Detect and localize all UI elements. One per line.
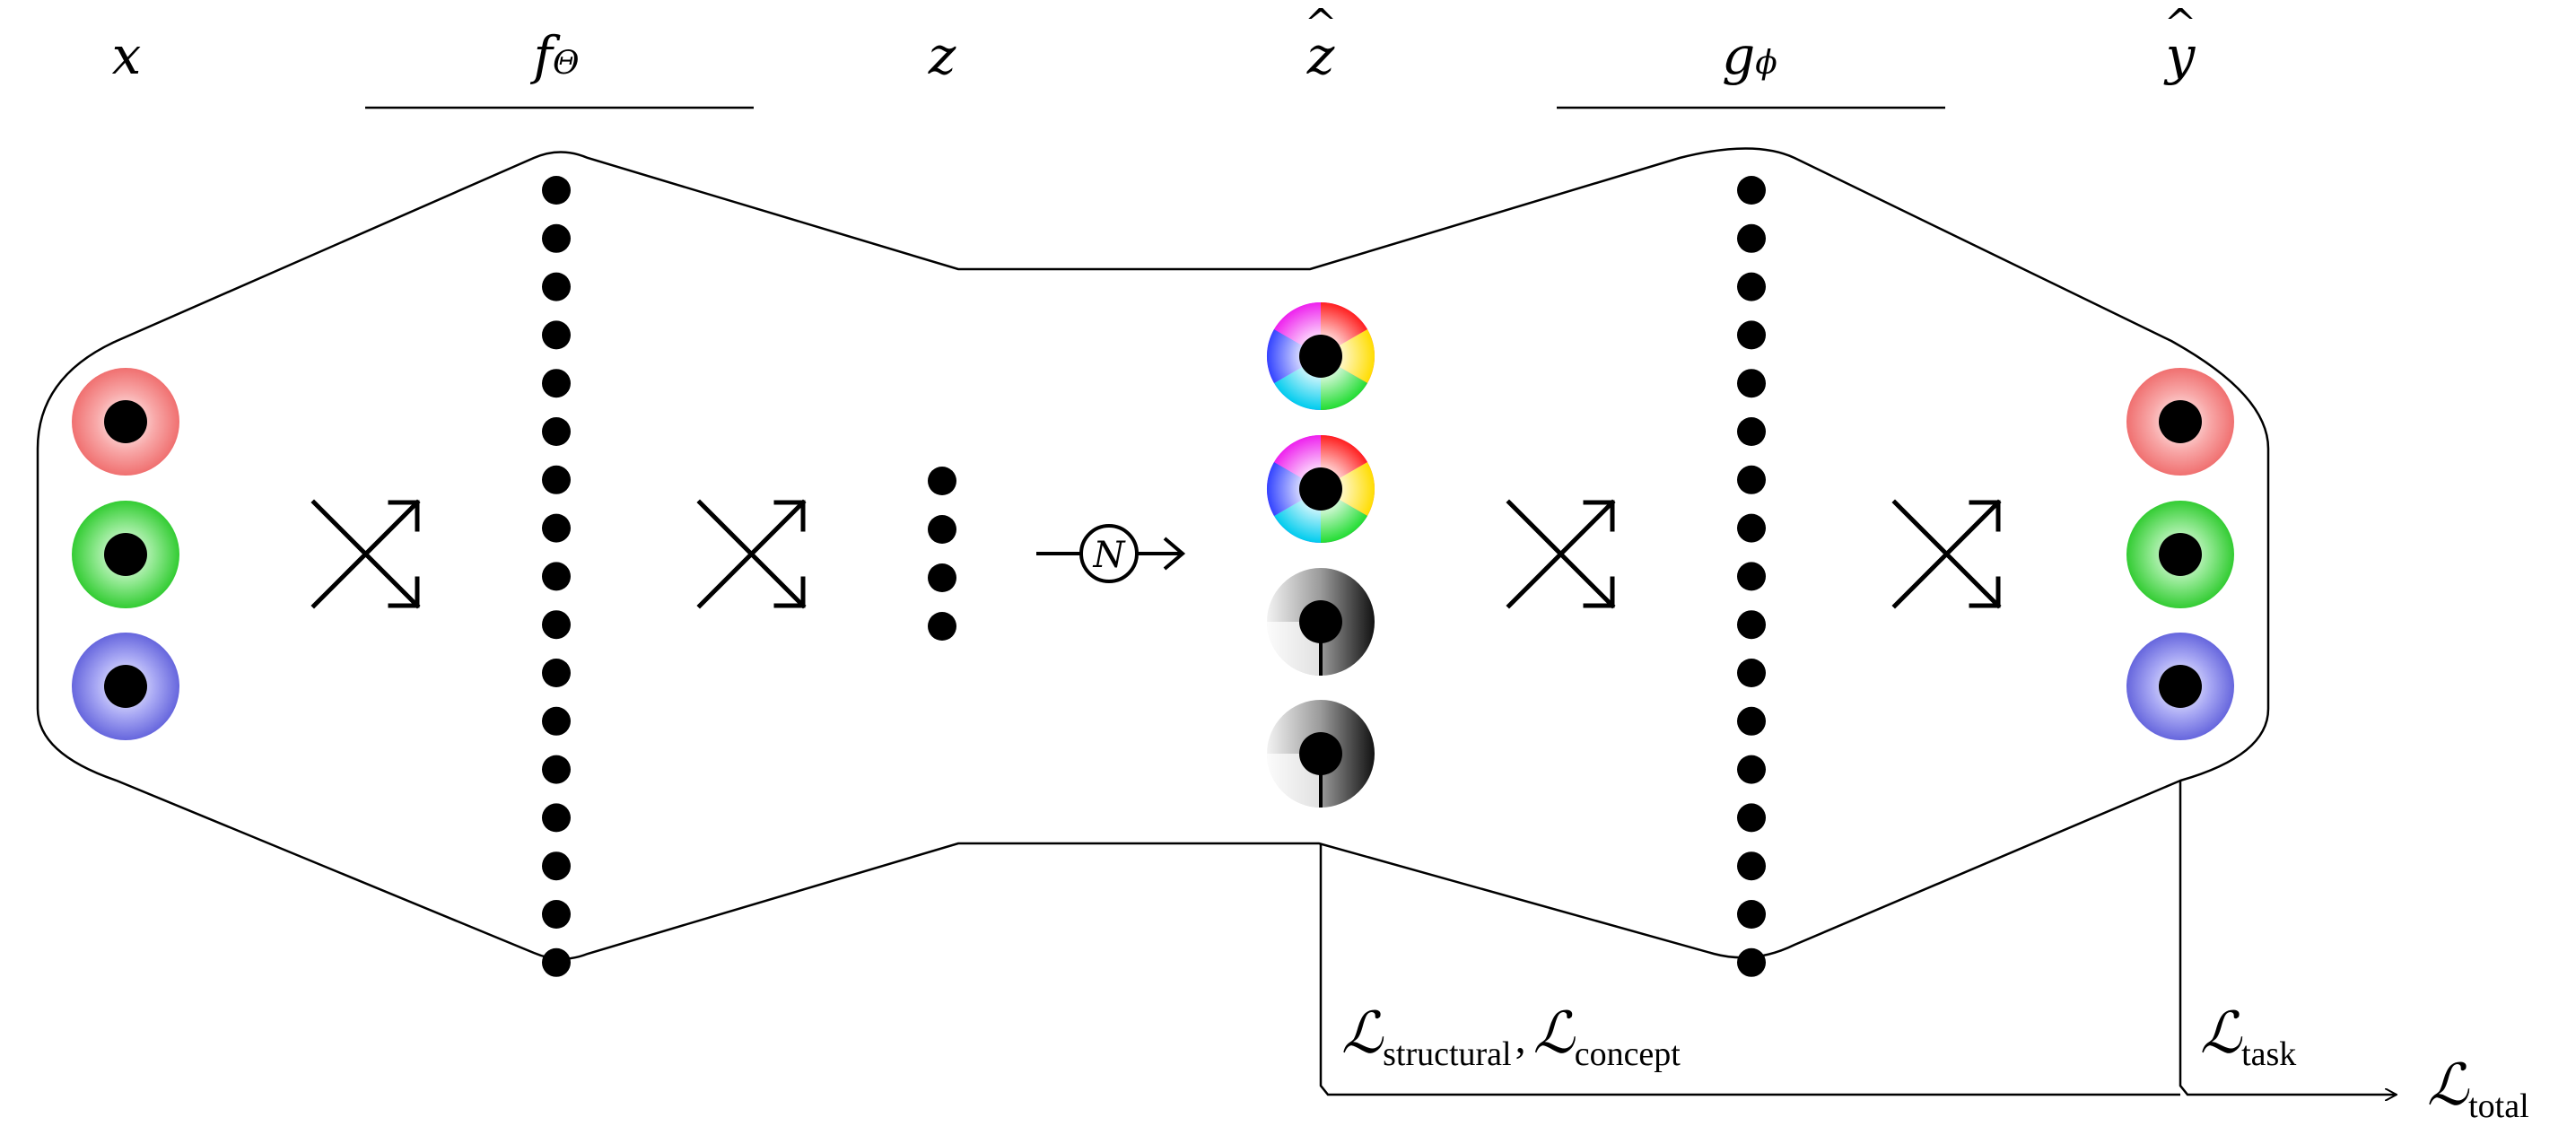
hidden-neuron bbox=[542, 900, 571, 929]
hidden-neuron bbox=[1737, 562, 1766, 591]
label-f-sub: Θ bbox=[552, 45, 580, 82]
hidden-neuron bbox=[542, 320, 571, 350]
latent-neuron bbox=[928, 612, 956, 641]
hidden-neuron bbox=[1737, 755, 1766, 784]
label-z: z bbox=[928, 25, 956, 86]
hidden-neuron bbox=[1737, 803, 1766, 833]
latent-neuron bbox=[928, 467, 956, 495]
hidden-neuron bbox=[1737, 369, 1766, 398]
hidden-neuron bbox=[1737, 947, 1766, 977]
label-g-phi: gϕ bbox=[1722, 30, 1777, 82]
hidden-neuron bbox=[542, 513, 571, 543]
label-x: x bbox=[111, 25, 142, 86]
hidden-neuron bbox=[542, 803, 571, 833]
loss-separator: , bbox=[1515, 1015, 1526, 1062]
output-node-green bbox=[2126, 501, 2234, 608]
loss-task-sub: task bbox=[2241, 1035, 2297, 1073]
hidden-neuron bbox=[1737, 900, 1766, 929]
z-hat-accent: ^ bbox=[1304, 1, 1338, 47]
noise-label: N bbox=[1093, 535, 1127, 576]
loss-task: ℒtask bbox=[2200, 1005, 2297, 1073]
mixing-arrows-icon bbox=[1891, 499, 2002, 609]
hidden-neuron bbox=[1737, 417, 1766, 446]
latent-neuron bbox=[928, 563, 956, 592]
loss-total-sub: total bbox=[2468, 1087, 2529, 1125]
output-node-red bbox=[2126, 368, 2234, 476]
hidden-neuron bbox=[542, 223, 571, 253]
label-g: g bbox=[1722, 25, 1756, 86]
concept-loss-line bbox=[1319, 843, 2180, 1096]
loss-concept-symbol: ℒ bbox=[1533, 1001, 1575, 1065]
latent-neuron bbox=[928, 515, 956, 544]
loss-concept-sub: concept bbox=[1574, 1035, 1681, 1073]
g-phi-hidden-layer bbox=[1737, 176, 1766, 977]
latent-z-nodes bbox=[928, 467, 956, 641]
loss-structural-symbol: ℒ bbox=[1341, 1001, 1384, 1065]
y-hat-accent: ^ bbox=[2163, 1, 2197, 47]
label-f: f bbox=[533, 25, 553, 86]
hidden-neuron bbox=[542, 176, 571, 205]
input-node-green bbox=[72, 501, 179, 608]
hidden-neuron bbox=[1737, 465, 1766, 494]
loss-structural-sub: structural bbox=[1383, 1035, 1512, 1073]
concept-node-wheel-2 bbox=[1266, 434, 1375, 543]
hidden-neuron bbox=[542, 417, 571, 446]
task-loss-line bbox=[2179, 781, 2396, 1095]
hidden-neuron bbox=[542, 947, 571, 977]
hidden-neuron bbox=[542, 610, 571, 640]
noise-injection-icon bbox=[1036, 524, 1186, 583]
input-node-red bbox=[72, 368, 179, 476]
loss-structural-concept: ℒstructural,ℒconcept bbox=[1341, 1005, 1681, 1073]
output-node-blue bbox=[2126, 633, 2234, 740]
hidden-neuron bbox=[542, 851, 571, 881]
input-node-blue bbox=[72, 633, 179, 740]
label-g-sub: ϕ bbox=[1755, 45, 1777, 82]
label-z-hat: ^z bbox=[1305, 4, 1338, 83]
y-hat-letter: y bbox=[2165, 25, 2196, 86]
mixing-arrows-icon bbox=[696, 499, 807, 609]
hidden-neuron bbox=[1737, 706, 1766, 736]
hidden-neuron bbox=[542, 562, 571, 591]
hidden-neuron bbox=[1737, 176, 1766, 205]
concept-node-gray-2 bbox=[1267, 700, 1375, 808]
network-outline bbox=[36, 147, 2270, 960]
hidden-neuron bbox=[542, 272, 571, 301]
label-f-theta: fΘ bbox=[534, 30, 580, 82]
loss-total: ℒtotal bbox=[2427, 1057, 2529, 1125]
concept-node-wheel-1 bbox=[1266, 302, 1375, 411]
hidden-neuron bbox=[542, 369, 571, 398]
hidden-neuron bbox=[1737, 320, 1766, 350]
hidden-neuron bbox=[542, 755, 571, 784]
loss-task-symbol: ℒ bbox=[2200, 1001, 2242, 1065]
hidden-neuron bbox=[542, 706, 571, 736]
loss-total-symbol: ℒ bbox=[2427, 1053, 2469, 1117]
label-y-hat: ^y bbox=[2164, 4, 2197, 83]
z-hat-letter: z bbox=[1306, 25, 1335, 86]
hidden-neuron bbox=[1737, 659, 1766, 687]
hidden-neuron bbox=[542, 465, 571, 494]
mixing-arrows-icon bbox=[310, 499, 421, 609]
hidden-neuron bbox=[1737, 272, 1766, 301]
mixing-arrows-icon bbox=[1506, 499, 1616, 609]
hidden-neuron bbox=[1737, 851, 1766, 881]
hidden-neuron bbox=[1737, 223, 1766, 253]
hidden-neuron bbox=[1737, 513, 1766, 543]
f-theta-hidden-layer bbox=[542, 176, 571, 977]
hidden-neuron bbox=[1737, 610, 1766, 640]
hidden-neuron bbox=[542, 659, 571, 687]
concept-node-gray-1 bbox=[1267, 568, 1375, 676]
